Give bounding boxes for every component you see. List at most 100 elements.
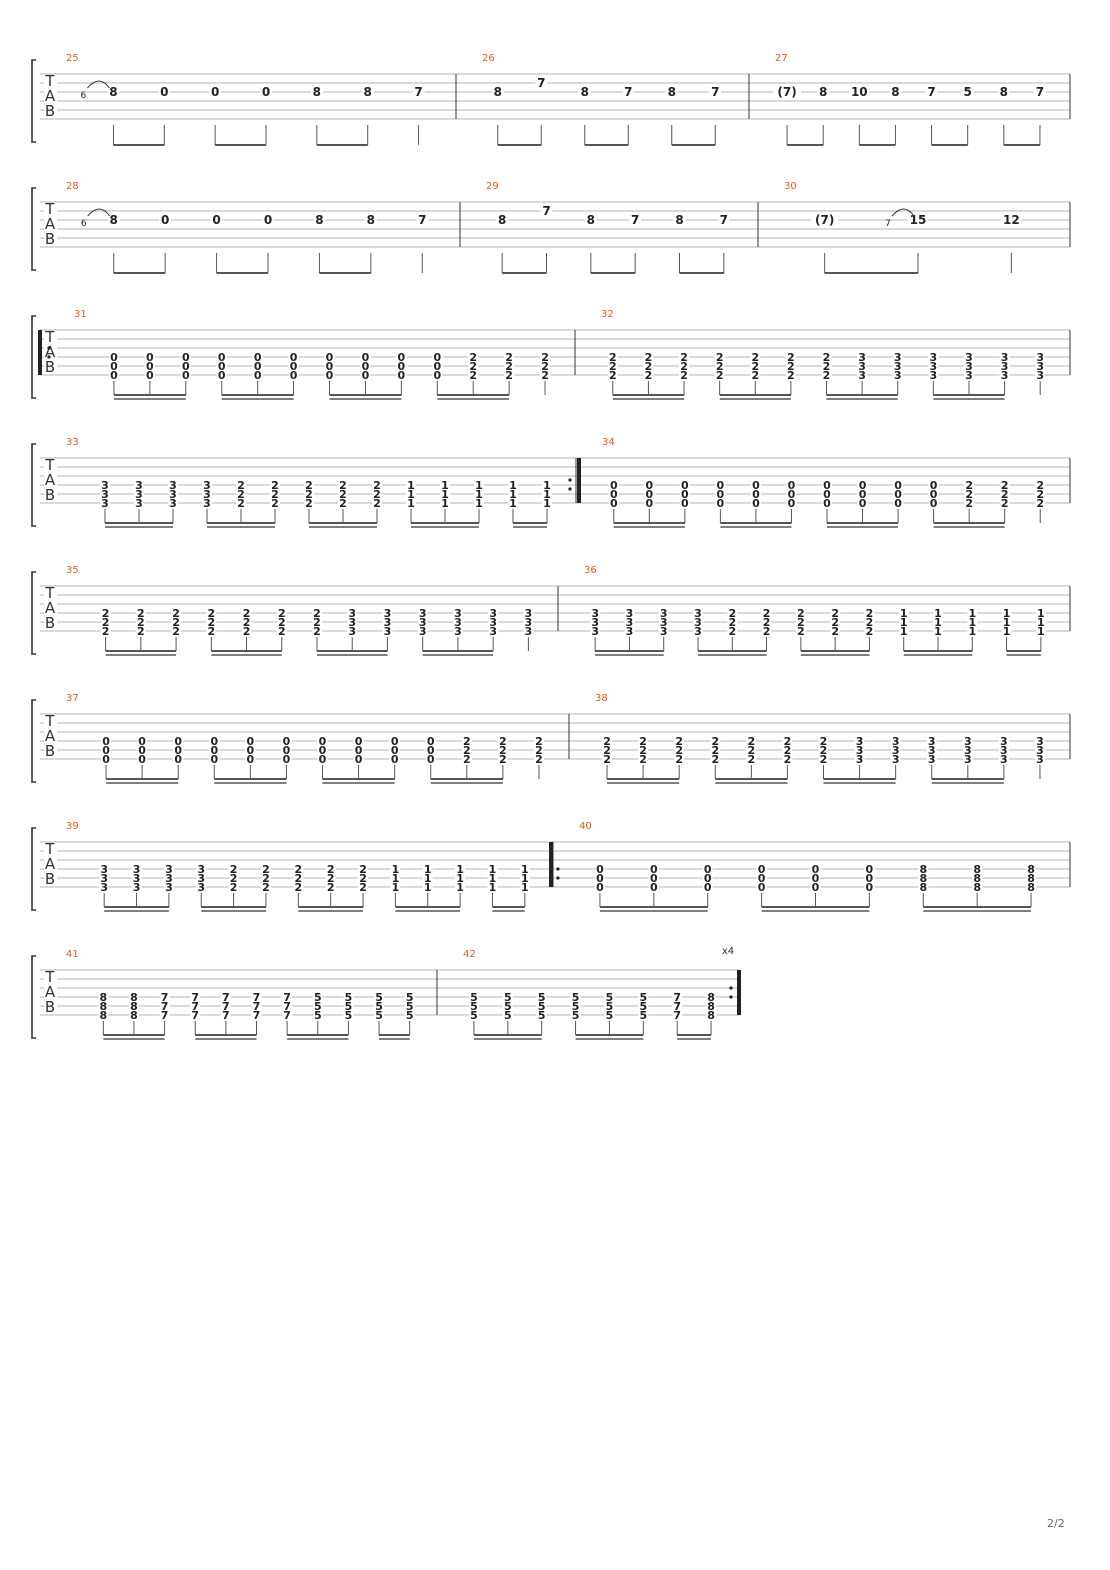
chord-fret: 3 — [858, 369, 866, 382]
chord-fret: 2 — [748, 744, 756, 757]
chord-fret: 0 — [704, 881, 712, 894]
chord-fret: 5 — [345, 991, 353, 1004]
chord-fret: 2 — [278, 607, 286, 620]
page-number: 2/2 — [1047, 1517, 1065, 1530]
system-bracket — [31, 443, 36, 527]
chord-fret: 3 — [169, 479, 177, 492]
measure-number: 25 — [66, 53, 79, 64]
chord-fret: 5 — [406, 1009, 414, 1022]
chord-fret: 0 — [210, 744, 218, 757]
chord-fret: 0 — [182, 369, 190, 382]
chord-fret: 2 — [327, 863, 335, 876]
chord-fret: 1 — [968, 607, 976, 620]
chord-fret: 5 — [314, 991, 322, 1004]
chord-fret: 2 — [639, 735, 647, 748]
chord-fret: 0 — [433, 351, 441, 364]
chord-fret: 0 — [110, 351, 118, 364]
chord-fret: 2 — [645, 369, 653, 382]
chord-fret: 3 — [348, 607, 356, 620]
chord-fret: 3 — [892, 753, 900, 766]
chord-fret: 2 — [469, 351, 477, 364]
repeat-end-bar — [577, 458, 581, 503]
chord-fret: 2 — [639, 753, 647, 766]
chord-fret: 3 — [1036, 369, 1044, 382]
fret-number: (7) — [777, 85, 796, 99]
chord-fret: 0 — [326, 369, 334, 382]
chord-fret: 0 — [102, 735, 110, 748]
tab-clef-letter: T — [44, 200, 55, 218]
chord-fret: 1 — [489, 863, 497, 876]
chord-fret: 2 — [680, 369, 688, 382]
chord-fret: 0 — [398, 360, 406, 373]
chord-fret: 0 — [930, 488, 938, 501]
chord-fret: 2 — [763, 625, 771, 638]
chord-fret: 3 — [384, 616, 392, 629]
chord-fret: 0 — [717, 497, 725, 510]
chord-fret: 2 — [294, 881, 302, 894]
fret-number: 15 — [910, 213, 927, 227]
chord-fret: 2 — [359, 881, 367, 894]
tab-clef-letter: B — [45, 358, 55, 376]
chord-fret: 2 — [751, 369, 759, 382]
chord-fret: 0 — [182, 360, 190, 373]
chord-fret: 1 — [424, 881, 432, 894]
chord-fret: 2 — [831, 625, 839, 638]
chord-fret: 0 — [645, 497, 653, 510]
chord-fret: 3 — [454, 607, 462, 620]
fret-number: 8 — [367, 213, 375, 227]
chord-fret: 1 — [475, 497, 483, 510]
tab-clef-letter: B — [45, 102, 55, 120]
tab-clef-letter: A — [45, 727, 56, 745]
chord-fret: 0 — [247, 744, 255, 757]
chord-fret: 0 — [138, 753, 146, 766]
chord-fret: 0 — [326, 351, 334, 364]
chord-fret: 0 — [427, 753, 435, 766]
chord-fret: 0 — [427, 744, 435, 757]
chord-fret: 0 — [859, 497, 867, 510]
chord-fret: 2 — [1001, 479, 1009, 492]
system-bracket — [31, 187, 36, 271]
chord-fret: 1 — [543, 488, 551, 501]
chord-fret: 2 — [271, 479, 279, 492]
chord-fret: 1 — [407, 497, 415, 510]
fret-number: 7 — [537, 76, 545, 90]
chord-fret: 8 — [130, 1009, 138, 1022]
chord-fret: 2 — [237, 488, 245, 501]
chord-fret: 2 — [965, 488, 973, 501]
chord-fret: 2 — [866, 616, 874, 629]
chord-fret: 2 — [763, 616, 771, 629]
chord-fret: 3 — [489, 607, 497, 620]
grace-note-fret: 6 — [81, 219, 87, 229]
chord-fret: 2 — [262, 863, 270, 876]
chord-fret: 2 — [373, 497, 381, 510]
chord-fret: 2 — [711, 744, 719, 757]
chord-fret: 2 — [102, 616, 110, 629]
chord-fret: 8 — [973, 881, 981, 894]
chord-fret: 7 — [283, 991, 291, 1004]
chord-fret: 3 — [694, 607, 702, 620]
chord-fret: 1 — [392, 881, 400, 894]
chord-fret: 5 — [639, 1009, 647, 1022]
chord-fret: 3 — [694, 616, 702, 629]
chord-fret: 2 — [463, 753, 471, 766]
chord-fret: 0 — [645, 488, 653, 501]
chord-fret: 5 — [406, 991, 414, 1004]
chord-fret: 2 — [603, 744, 611, 757]
chord-fret: 5 — [606, 1009, 614, 1022]
chord-fret: 3 — [165, 863, 173, 876]
chord-fret: 0 — [290, 351, 298, 364]
chord-fret: 7 — [191, 991, 199, 1004]
chord-fret: 2 — [680, 360, 688, 373]
chord-fret: 2 — [102, 607, 110, 620]
fret-number: 8 — [668, 85, 676, 99]
fret-number: 7 — [418, 213, 426, 227]
tab-clef-letter: B — [45, 486, 55, 504]
chord-fret: 3 — [858, 351, 866, 364]
chord-fret: 2 — [137, 625, 145, 638]
chord-fret: 7 — [673, 1000, 681, 1013]
chord-fret: 2 — [787, 360, 795, 373]
chord-fret: 2 — [207, 607, 215, 620]
chord-fret: 2 — [294, 863, 302, 876]
chord-fret: 7 — [283, 1009, 291, 1022]
